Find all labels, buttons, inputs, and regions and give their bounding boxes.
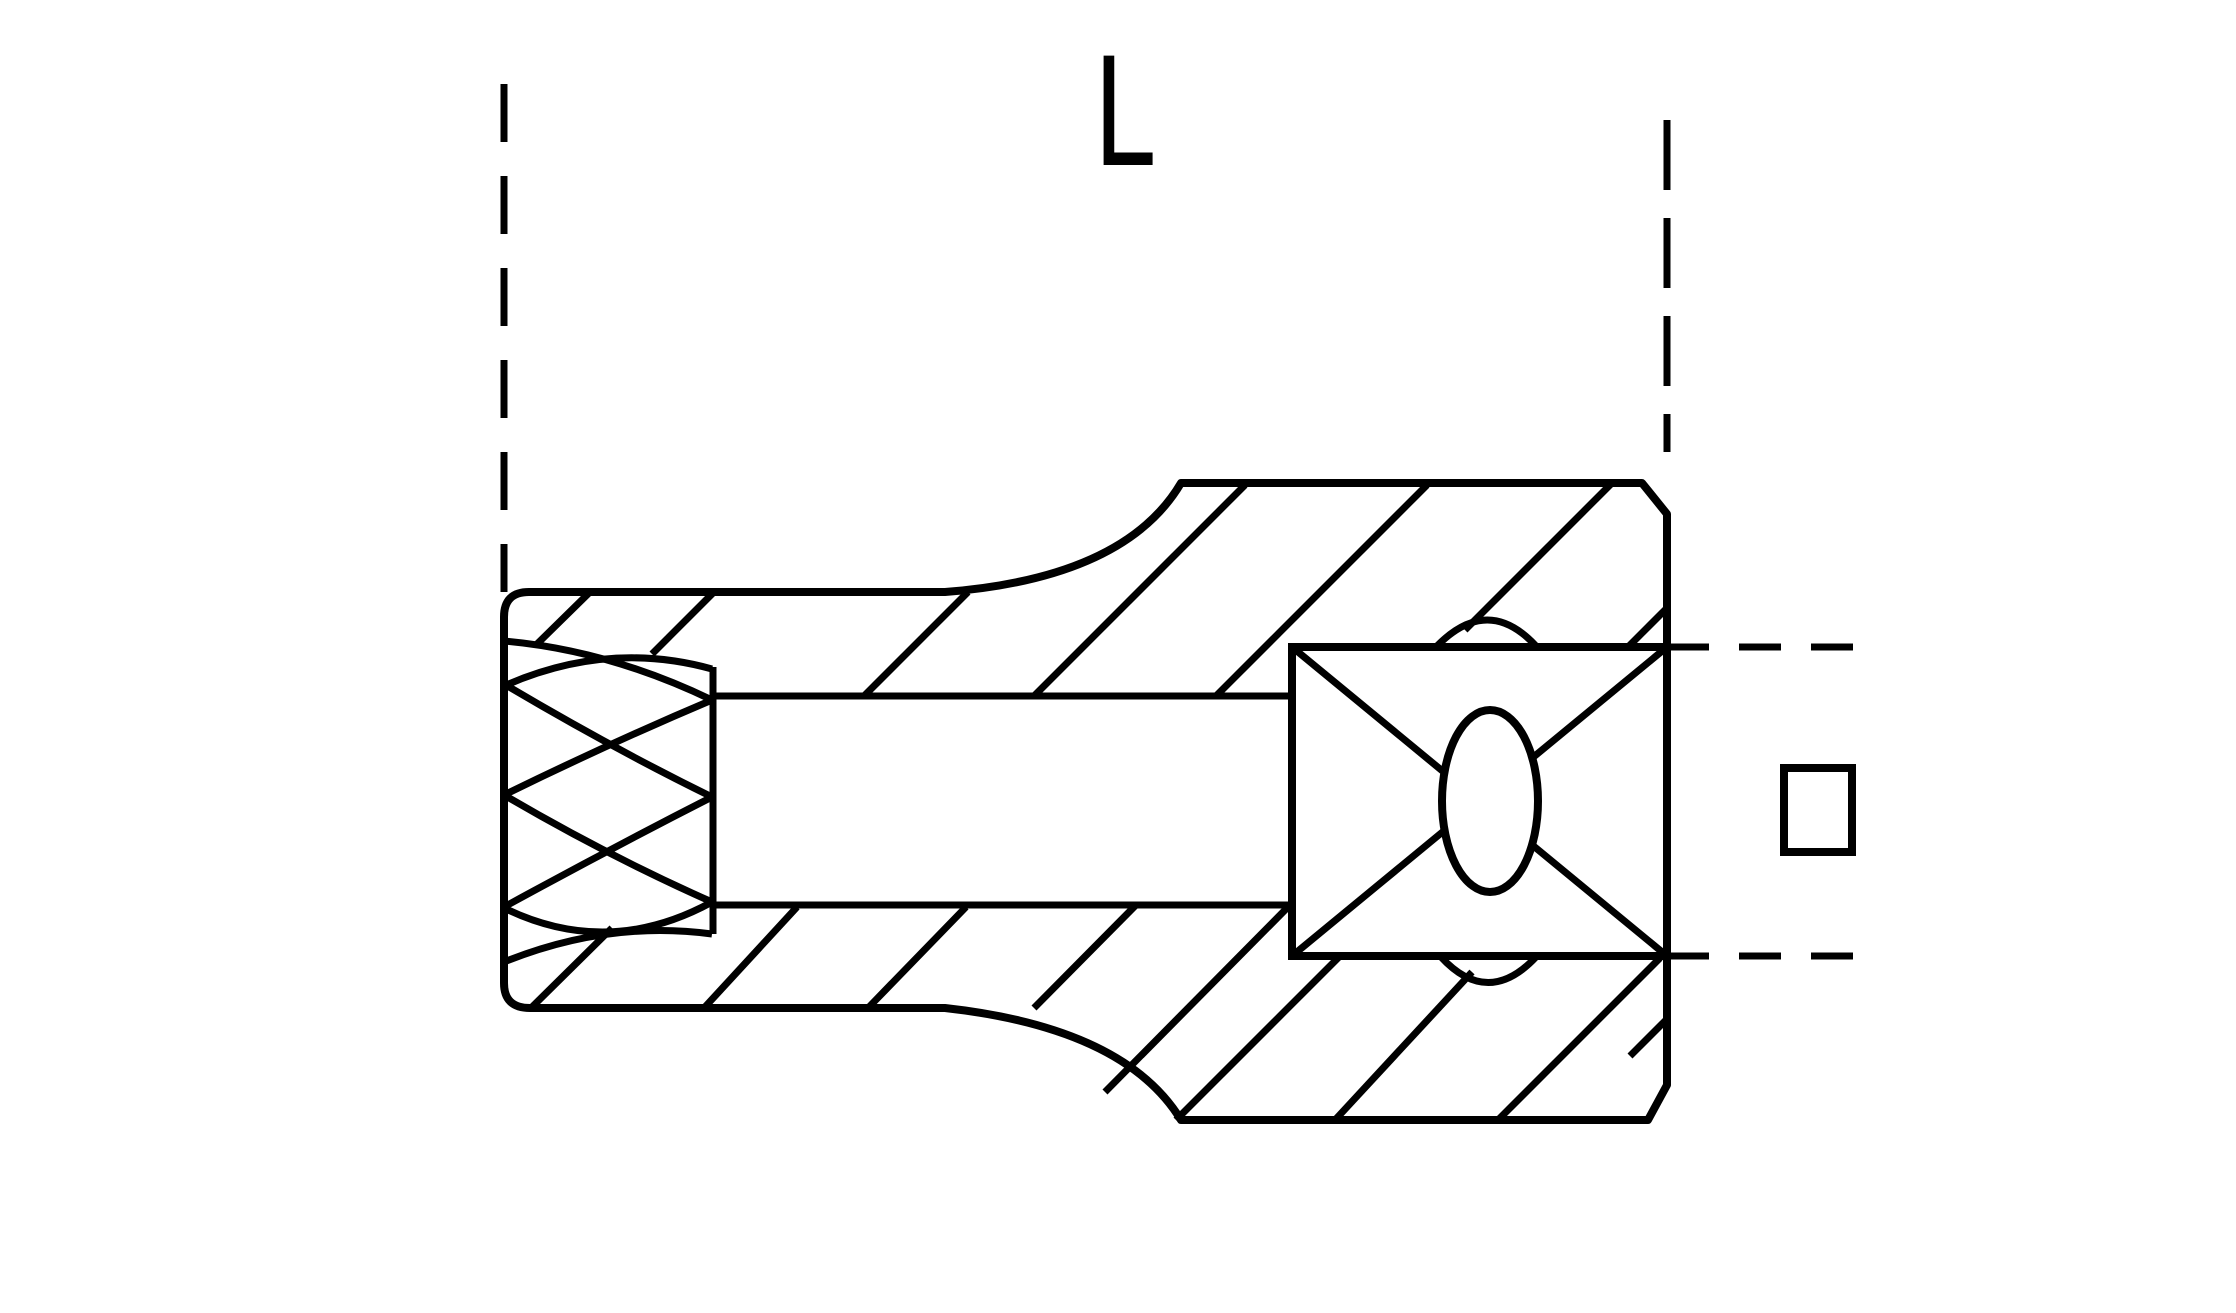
hatch-bottom-2 <box>701 904 800 1011</box>
knurl-curve-6 <box>502 793 714 911</box>
hatch-top-3 <box>862 589 971 698</box>
hatch-bottom-1 <box>528 925 615 1011</box>
hatch-bottom-9 <box>1627 1016 1670 1059</box>
hatch-bottom-4 <box>1031 902 1139 1011</box>
hatch-bottom-5 <box>1102 902 1293 1095</box>
hatch-bottom-8 <box>1495 955 1663 1123</box>
socket-body-outline <box>500 479 1671 1124</box>
hatch-bottom-7 <box>1332 969 1475 1123</box>
drive-size-square-symbol <box>1780 764 1856 856</box>
knurl-curve-4 <box>502 696 714 799</box>
dimension-label-L: L <box>1093 26 1153 200</box>
detent-arc-top <box>1434 616 1539 649</box>
hatch-top-7 <box>1625 605 1670 650</box>
hatch-top-1 <box>533 589 593 648</box>
hatch-top-2 <box>649 588 718 657</box>
detent-arc-bottom <box>1438 954 1539 986</box>
hatch-top-6 <box>1462 481 1614 633</box>
hatch-top-4 <box>1032 482 1248 698</box>
square-drive-recess <box>1288 643 1671 960</box>
knurl-curve-2 <box>502 654 713 690</box>
hatch-bottom-3 <box>865 904 969 1011</box>
hatch-bottom-6 <box>1173 953 1343 1123</box>
detent-ball-hole <box>1438 706 1542 896</box>
hatch-top-5 <box>1214 482 1430 698</box>
